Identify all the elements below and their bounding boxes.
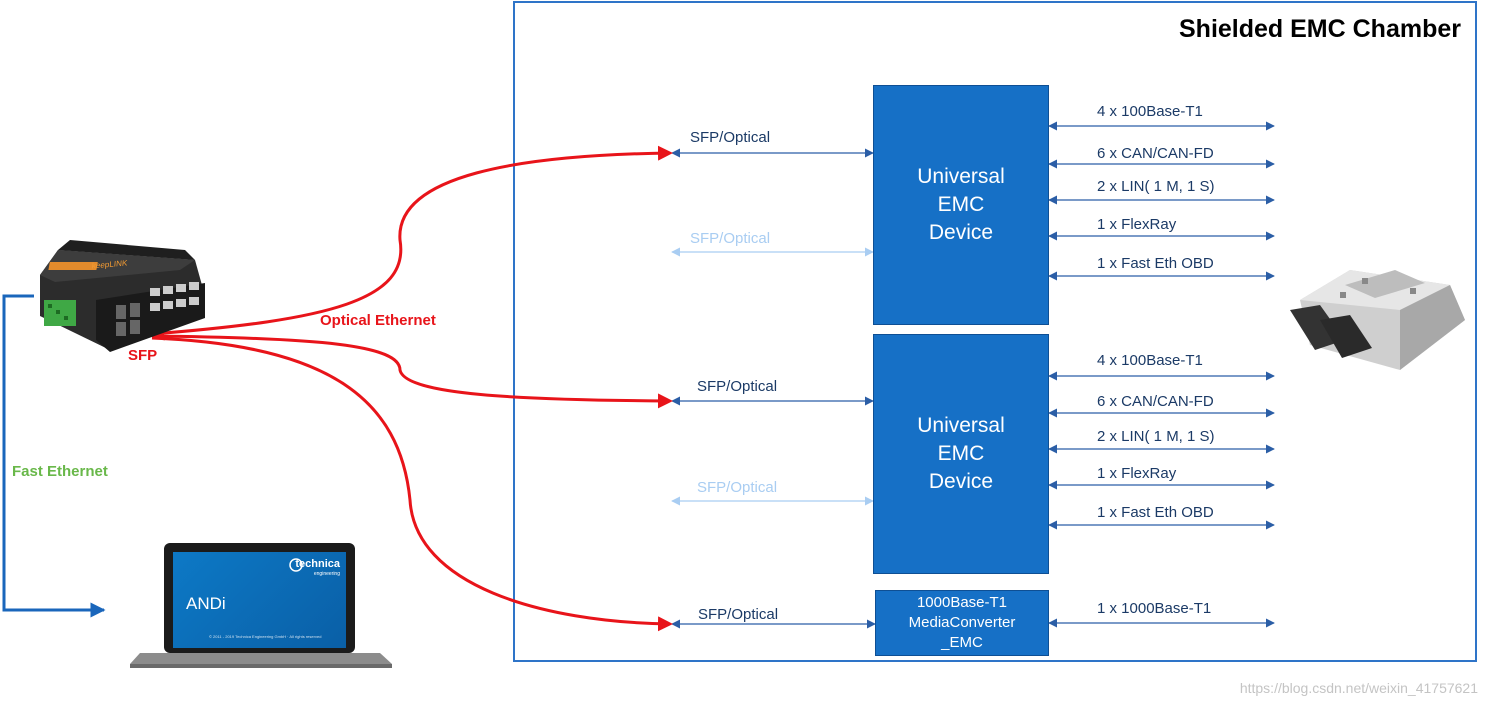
universal-emc-device-2: Universal EMC Device (873, 334, 1049, 574)
if-label-d1-0: 4 x 100Base-T1 (1097, 103, 1203, 120)
fast-ethernet-label: Fast Ethernet (12, 463, 108, 480)
device2-line-1: EMC (937, 442, 985, 465)
if-label-d2-2: 2 x LIN( 1 M, 1 S) (1097, 428, 1215, 445)
laptop-screen-frame: ANDi technica engineering © 2011 - 2019 … (164, 543, 355, 653)
laptop-logo-sub: engineering (313, 571, 340, 577)
if-label-d2-4: 1 x Fast Eth OBD (1097, 504, 1214, 521)
laptop-screen: ANDi technica engineering © 2011 - 2019 … (173, 552, 346, 648)
optical-curve-1 (149, 145, 673, 341)
device1-line-2: Device (928, 221, 994, 244)
sfp-label-media: SFP/Optical (698, 606, 779, 623)
media-converter-device: 1000Base-T1 MediaConverter _EMC (875, 590, 1049, 656)
fast-ethernet-line (2, 294, 106, 618)
media-line-2: _EMC (941, 634, 983, 651)
laptop-logo: technica (295, 558, 340, 570)
chamber-title: Shielded EMC Chamber (1179, 15, 1461, 43)
laptop-footer: © 2011 - 2019 Technica Engineering GmbH … (209, 634, 322, 639)
device1-line-0: Universal (917, 165, 1005, 188)
sfp-label-d1-top: SFP/Optical (690, 129, 771, 146)
optical-curve-2 (151, 334, 673, 409)
if-label-media-0: 1 x 1000Base-T1 (1097, 600, 1212, 617)
device1-line-1: EMC (937, 193, 985, 216)
if-label-d2-0: 4 x 100Base-T1 (1097, 352, 1203, 369)
media-line-0: 1000Base-T1 (916, 594, 1008, 611)
device2-line-0: Universal (917, 414, 1005, 437)
if-label-d2-3: 1 x FlexRay (1097, 465, 1177, 482)
if-label-d1-1: 6 x CAN/CAN-FD (1097, 145, 1214, 162)
if-label-d1-4: 1 x Fast Eth OBD (1097, 255, 1214, 272)
optical-curve-3 (151, 336, 673, 632)
device2-line-2: Device (928, 470, 994, 493)
watermark: https://blog.csdn.net/weixin_41757621 (1239, 680, 1478, 696)
optical-ethernet-label: Optical Ethernet (320, 312, 436, 329)
if-label-d1-2: 2 x LIN( 1 M, 1 S) (1097, 178, 1215, 195)
media-line-1: MediaConverter (908, 614, 1016, 631)
if-label-d1-3: 1 x FlexRay (1097, 216, 1177, 233)
universal-emc-device-1: Universal EMC Device (873, 85, 1049, 325)
sfp-label-d2-top: SFP/Optical (697, 378, 778, 395)
if-label-d2-1: 6 x CAN/CAN-FD (1097, 393, 1214, 410)
sfp-label-d2-bottom: SFP/Optical (697, 479, 778, 496)
laptop-app-name: ANDi (186, 594, 226, 613)
sfp-port-label: SFP (128, 347, 158, 364)
sfp-label-d1-bottom: SFP/Optical (690, 230, 771, 247)
